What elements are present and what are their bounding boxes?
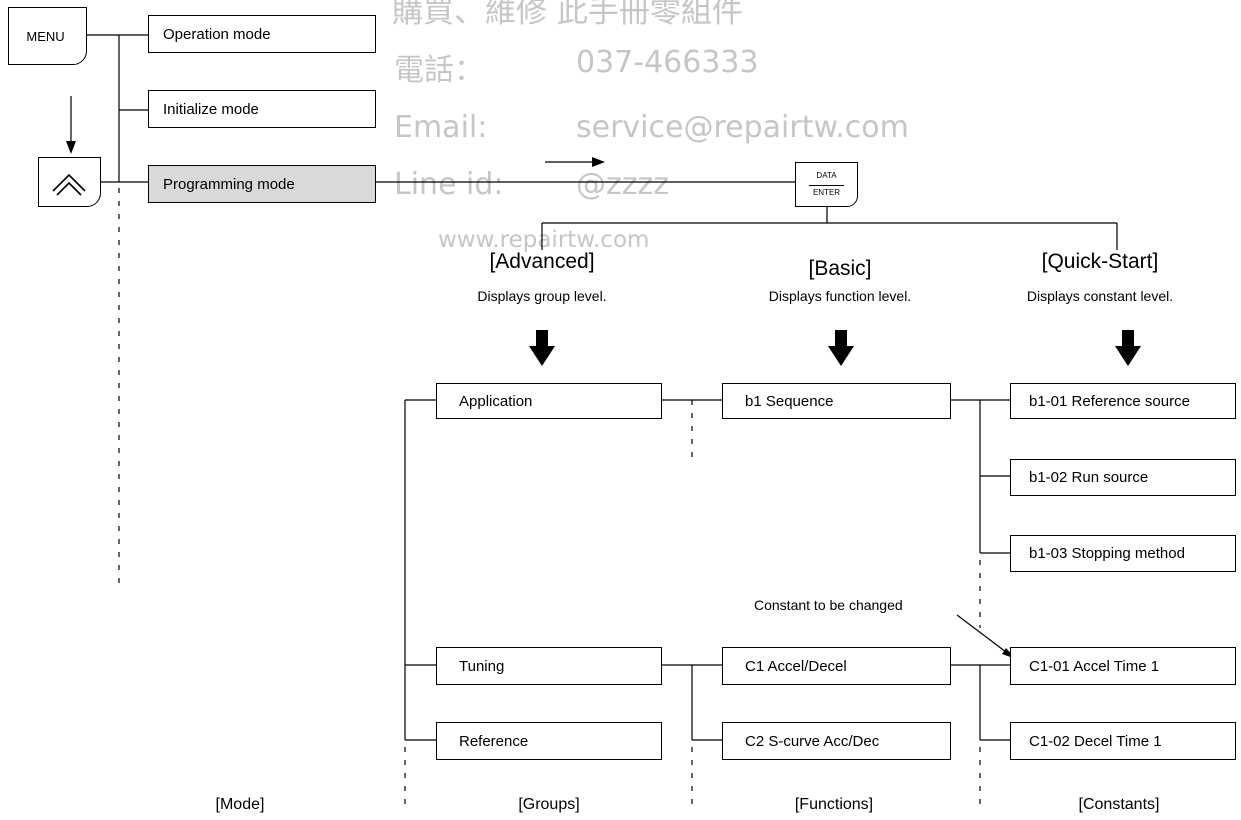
data-enter-key-top-label: DATA (816, 171, 837, 180)
function-box-c1-accel-decel: C1 Accel/Decel (722, 647, 951, 685)
mode-box-programming: Programming mode (148, 165, 376, 203)
group-box-reference: Reference (436, 722, 662, 760)
data-enter-key-bottom-label: ENTER (812, 188, 841, 197)
watermark-line1: 購買、維修 此手冊零組件 (392, 0, 743, 30)
watermark-email: service@repairtw.com (576, 110, 909, 145)
watermark-line-label: Line id: (394, 167, 504, 202)
mode-box-initialize: Initialize mode (148, 90, 376, 128)
column-label-constants: [Constants] (1078, 796, 1160, 813)
access-level-advanced-description: Displays group level. (477, 288, 607, 304)
constant-box-b1-01: b1-01 Reference source (1010, 383, 1236, 419)
constant-to-be-changed-note: Constant to be changed (754, 597, 903, 613)
column-label-mode: [Mode] (215, 796, 265, 813)
menu-key: MENU (8, 7, 87, 65)
data-enter-key: DATA ENTER (795, 162, 858, 207)
access-level-basic: [Basic] (808, 257, 872, 280)
mode-box-operation: Operation mode (148, 15, 376, 53)
constant-box-b1-03: b1-03 Stopping method (1010, 535, 1236, 572)
watermark-phone: 037-466333 (576, 45, 759, 80)
up-key (38, 157, 101, 207)
constant-box-b1-02: b1-02 Run source (1010, 459, 1236, 496)
data-enter-key-divider (809, 185, 844, 186)
column-label-groups: [Groups] (518, 796, 580, 813)
function-box-b1-sequence: b1 Sequence (722, 383, 951, 419)
constant-box-c1-01: C1-01 Accel Time 1 (1010, 647, 1236, 685)
access-level-quick-start-description: Displays constant level. (1026, 288, 1174, 304)
watermark-website: www.repairtw.com (438, 227, 650, 253)
watermark-line-id: @zzzz (576, 167, 669, 202)
group-box-tuning: Tuning (436, 647, 662, 685)
column-label-functions: [Functions] (794, 796, 874, 813)
up-arrow-icon (52, 173, 86, 196)
access-level-basic-description: Displays function level. (768, 288, 912, 304)
function-box-c2-s-curve: C2 S-curve Acc/Dec (722, 722, 951, 760)
access-level-quick-start: [Quick-Start] (1041, 250, 1159, 273)
group-box-application: Application (436, 383, 662, 419)
access-level-advanced: [Advanced] (489, 250, 595, 273)
constant-box-c1-02: C1-02 Decel Time 1 (1010, 722, 1236, 760)
watermark-email-label: Email: (394, 110, 488, 145)
watermark-phone-label: 電話： (394, 53, 484, 88)
